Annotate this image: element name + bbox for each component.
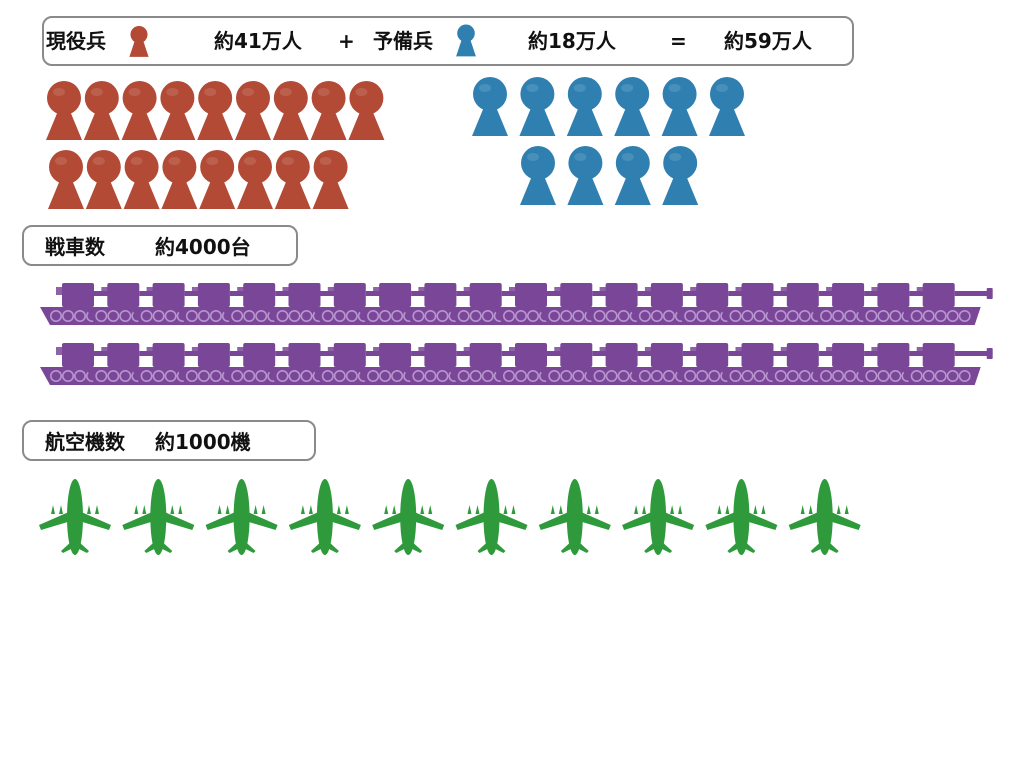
aircraft-header-box	[22, 420, 316, 461]
airplane-icon	[538, 479, 611, 555]
reserve-soldiers-value: 約18万人	[528, 29, 616, 53]
active-soldier-icon	[83, 81, 120, 140]
aircraft-label: 航空機数	[45, 430, 125, 454]
reserve-soldier-icon	[455, 24, 477, 62]
active-soldier-icon	[159, 81, 196, 140]
active-soldier-icon	[123, 150, 160, 209]
reserve-soldier-icon	[614, 77, 651, 136]
reserve-soldier-icon	[567, 146, 604, 205]
reserve-soldier-icon	[520, 146, 556, 205]
tank-icon	[900, 283, 993, 325]
airplane-icon	[205, 479, 278, 555]
active-soldiers-value: 約41万人	[214, 29, 302, 53]
active-soldiers-label: 現役兵	[46, 29, 106, 53]
reserve-soldier-icon	[661, 77, 698, 136]
reserve-soldier-icon	[566, 77, 603, 136]
reserve-soldier-icon	[472, 77, 508, 136]
reserve-soldiers-label: 予備兵	[373, 29, 433, 53]
airplane-icon	[455, 479, 528, 555]
airplane-icon	[39, 479, 111, 555]
active-soldier-icon	[48, 150, 84, 209]
aircraft-value: 約1000機	[155, 430, 251, 454]
airplane-icon	[288, 479, 361, 555]
tanks-header-box	[22, 225, 298, 266]
reserve-soldier-icon	[662, 146, 699, 205]
active-soldier-icon	[237, 150, 273, 209]
airplane-icon	[122, 479, 195, 555]
tanks-label: 戦車数	[45, 235, 105, 259]
airplane-icon	[705, 479, 778, 555]
active-soldier-icon	[121, 81, 158, 140]
airplane-icon	[622, 479, 695, 555]
tank-icon	[900, 343, 993, 385]
reserve-soldier-icon	[519, 77, 556, 136]
equals-sign: =	[670, 29, 687, 53]
active-soldier-icon	[197, 81, 234, 140]
total-soldiers-value: 約59万人	[724, 29, 812, 53]
active-soldier-icon	[161, 150, 198, 209]
active-soldier-icon	[274, 150, 311, 209]
active-soldier-icon	[348, 81, 385, 140]
active-soldier-icon	[310, 81, 347, 140]
active-soldier-icon	[235, 81, 271, 140]
personnel-header-box	[42, 16, 854, 66]
airplane-icon	[788, 479, 861, 555]
plus-sign: +	[338, 29, 355, 53]
tanks-value: 約4000台	[155, 235, 251, 259]
active-soldier-icon	[312, 150, 349, 209]
active-soldier-icon	[46, 81, 82, 140]
active-soldier-icon	[272, 81, 309, 140]
reserve-soldier-icon	[614, 146, 651, 205]
airplane-icon	[372, 479, 445, 555]
active-soldier-icon	[128, 26, 150, 62]
active-soldier-icon	[85, 150, 122, 209]
active-soldier-icon	[199, 150, 236, 209]
reserve-soldier-icon	[709, 77, 745, 136]
